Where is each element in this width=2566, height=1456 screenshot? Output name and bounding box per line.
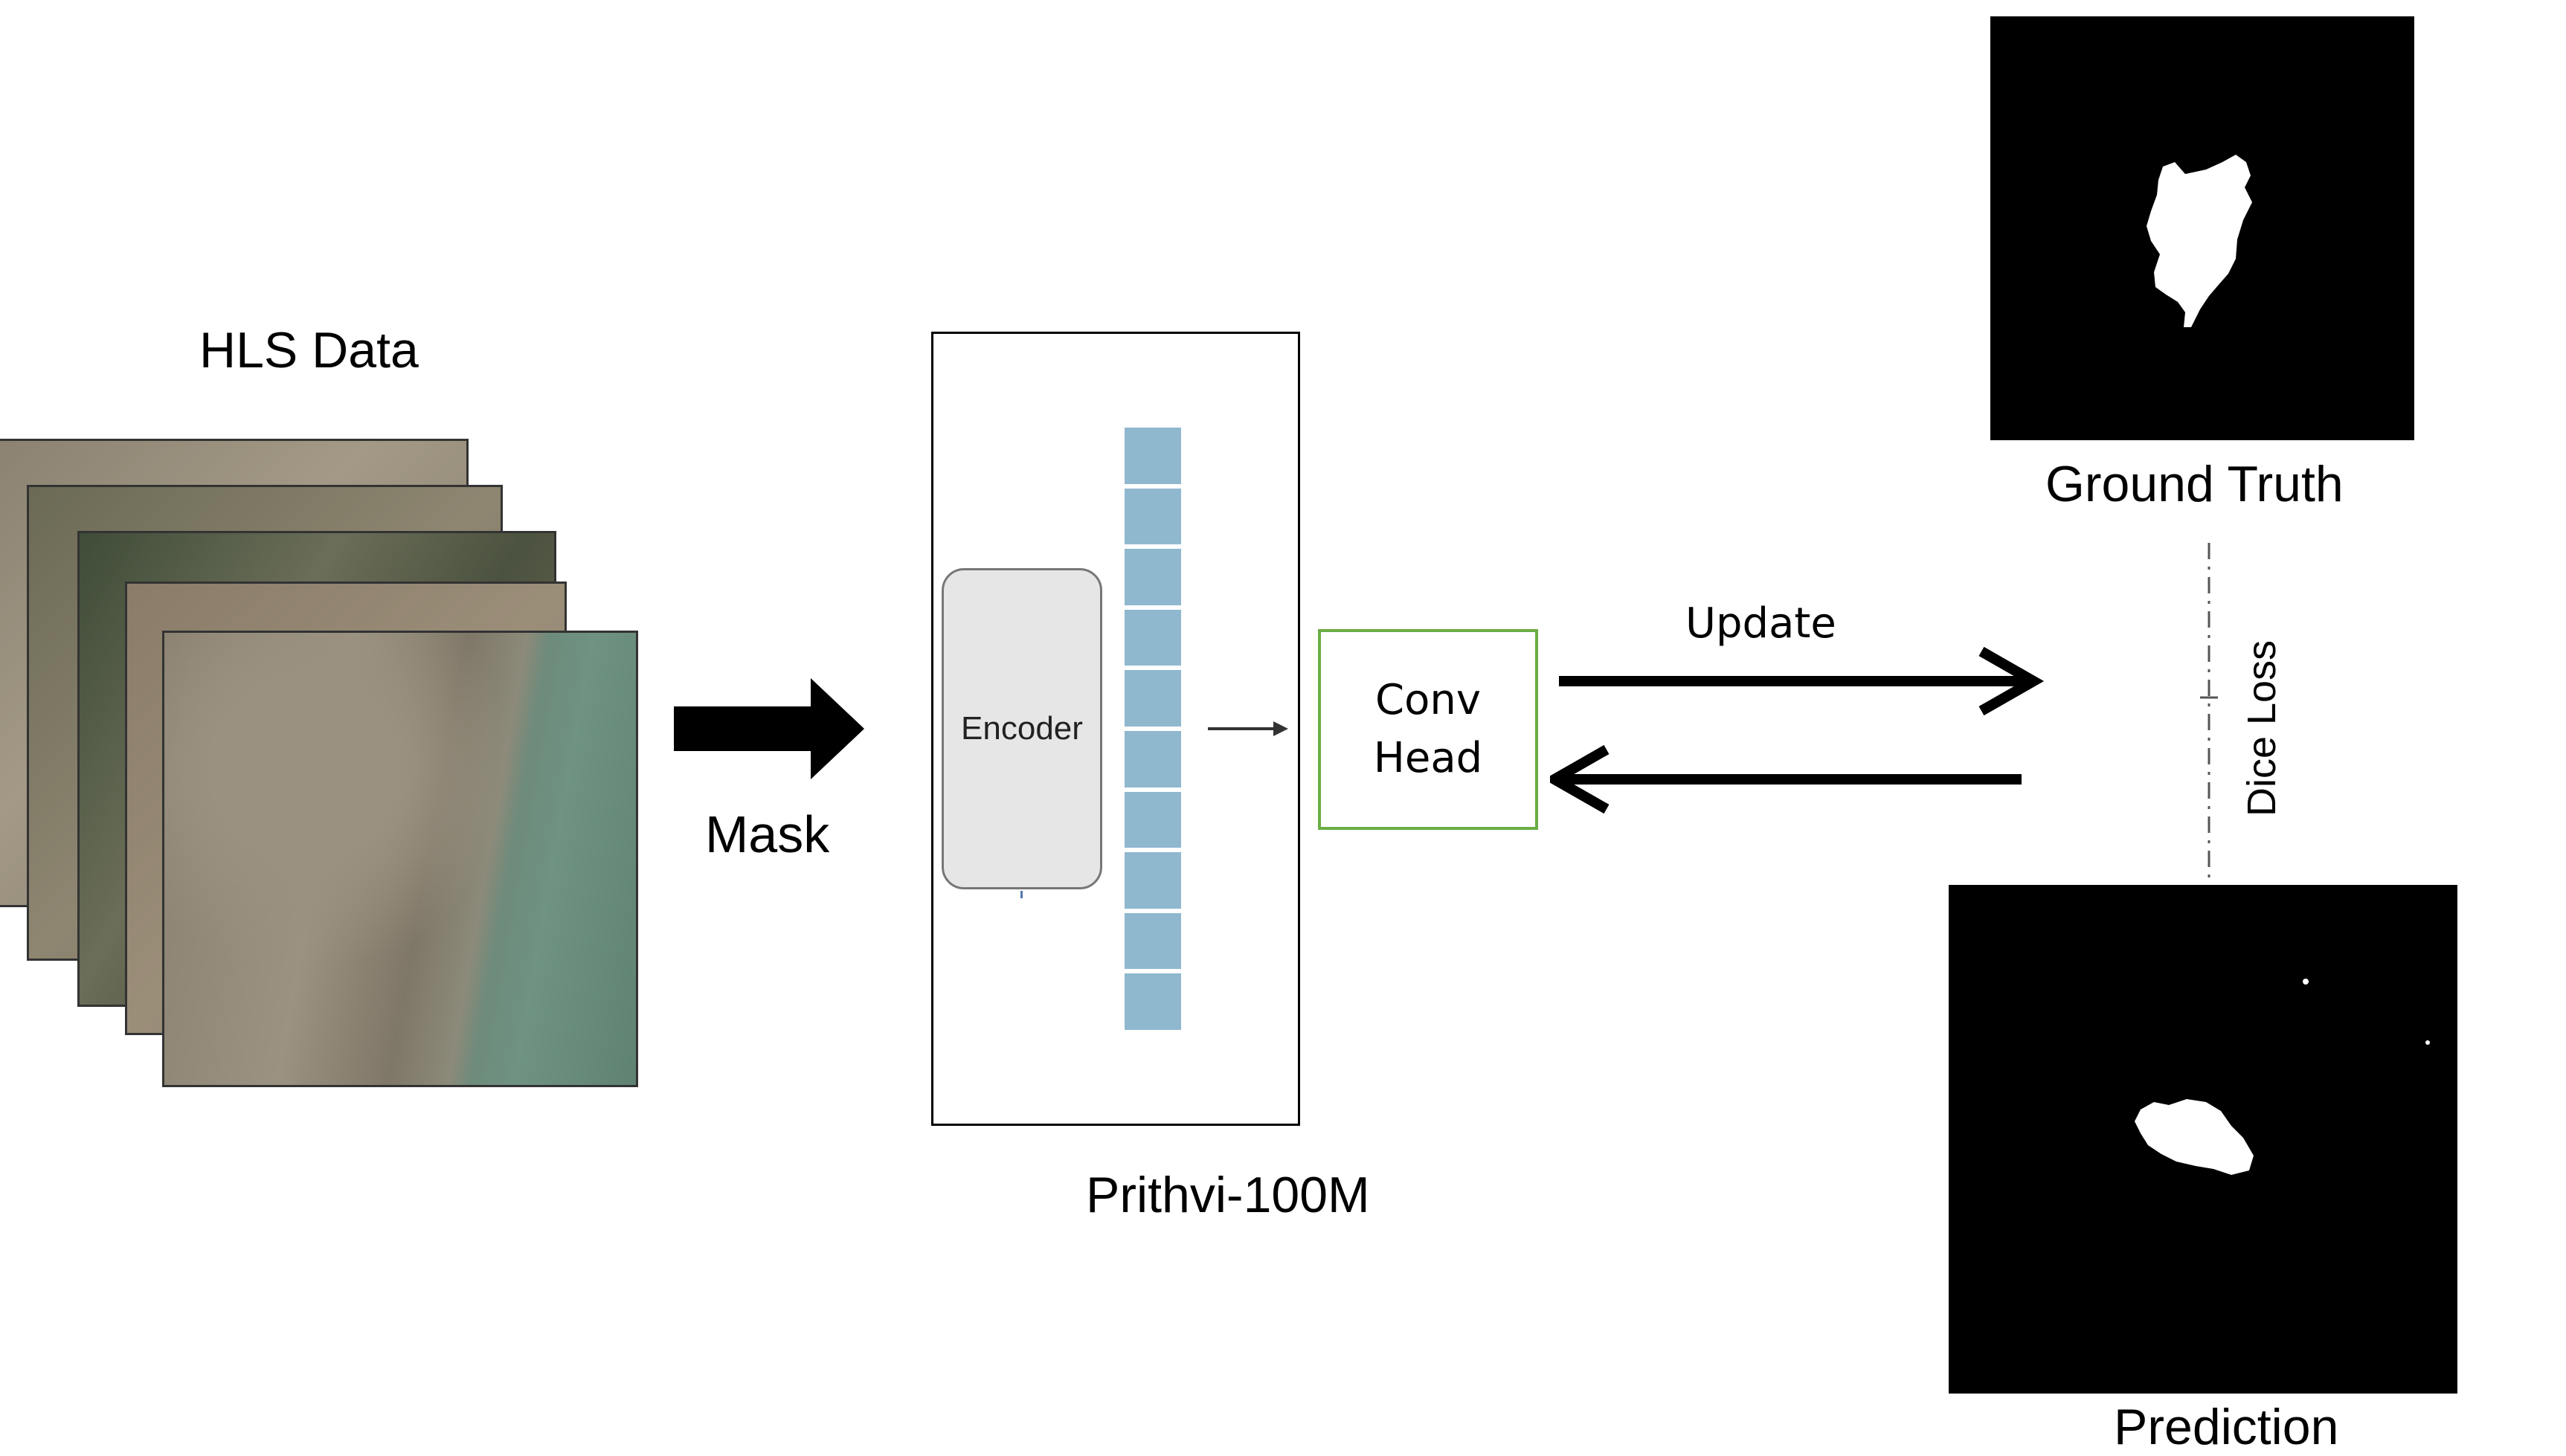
token-column	[1125, 428, 1181, 1030]
prediction-label: Prediction	[2114, 1399, 2339, 1455]
encoder-tick	[1020, 891, 1023, 898]
conv-head-box: Conv Head	[1318, 629, 1538, 830]
ground-truth-image	[1990, 16, 2414, 440]
encoder-label: Encoder	[961, 710, 1083, 747]
token-9	[1125, 912, 1181, 970]
update-arrow-forward	[1559, 646, 2045, 716]
mask-label: Mask	[705, 805, 830, 863]
prediction-mask-shape	[2135, 979, 2430, 1175]
conv-head-line2: Head	[1373, 734, 1483, 782]
dice-loss-line	[2200, 543, 2218, 885]
update-arrow-backward	[1550, 744, 2022, 814]
mask-arrow	[674, 678, 864, 779]
token-2	[1125, 488, 1181, 545]
encoder-block: Encoder	[942, 568, 1102, 889]
dice-loss-label: Dice Loss	[2239, 640, 2284, 816]
ground-truth-mask-shape	[2147, 155, 2252, 327]
token-6	[1125, 731, 1181, 787]
prithvi-model-box	[931, 332, 1300, 1126]
token-5	[1125, 670, 1181, 727]
feature-arrow	[1208, 721, 1288, 736]
token-7	[1125, 791, 1181, 848]
hls-image-5	[162, 631, 638, 1087]
prediction-image	[1949, 885, 2457, 1394]
conv-head-line1: Conv	[1375, 676, 1481, 724]
ground-truth-label: Ground Truth	[2045, 456, 2344, 512]
prithvi-label: Prithvi-100M	[1086, 1167, 1370, 1223]
token-10	[1125, 973, 1181, 1030]
token-3	[1125, 549, 1181, 605]
token-1	[1125, 428, 1181, 484]
token-8	[1125, 852, 1181, 909]
token-4	[1125, 609, 1181, 666]
dice-loss-label-wrap: Dice Loss	[2239, 640, 2285, 816]
update-label: Update	[1685, 599, 1836, 648]
hls-data-label: HLS Data	[199, 322, 419, 379]
